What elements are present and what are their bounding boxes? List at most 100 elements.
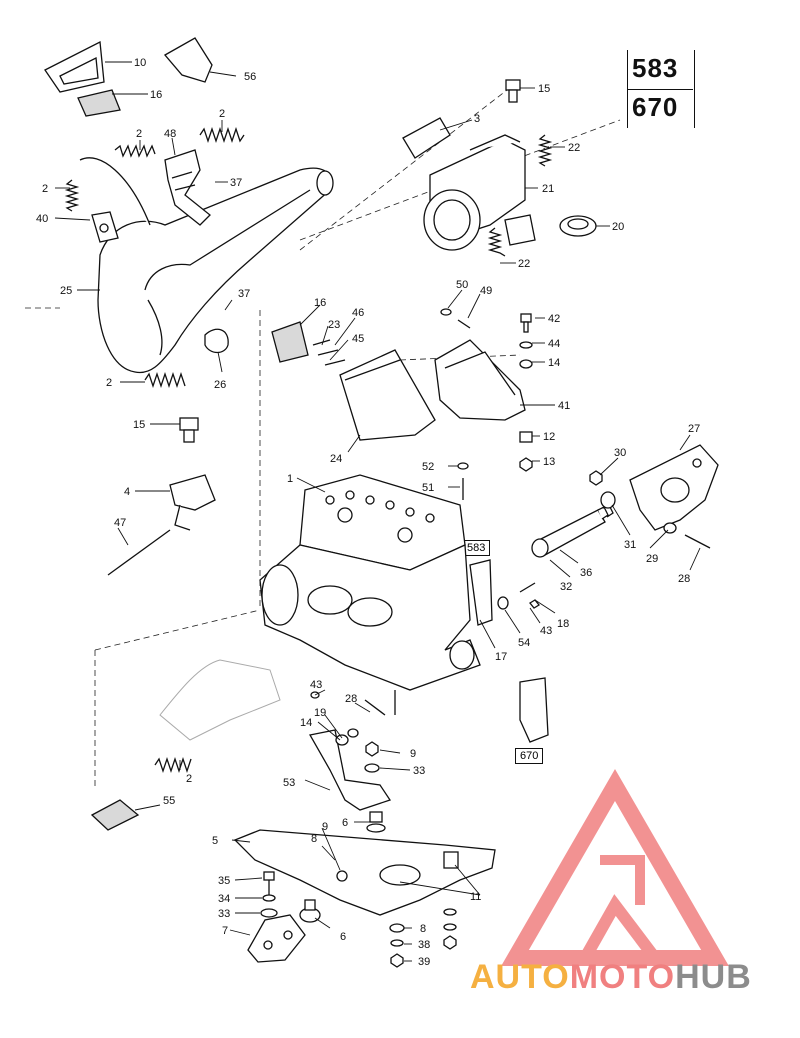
- plate-10: [44, 40, 105, 93]
- engine-block: [259, 474, 481, 715]
- callout-9: 9: [410, 748, 416, 760]
- callout-14: 14: [300, 717, 312, 729]
- callout-10: 10: [134, 57, 146, 69]
- model-number-bottom: 670: [632, 92, 679, 122]
- callout-2: 2: [219, 108, 225, 120]
- callout-33: 33: [413, 765, 425, 777]
- shaft-32: [531, 470, 711, 558]
- callout-48: 48: [164, 128, 176, 140]
- callout-22: 22: [518, 258, 530, 270]
- heat-shield-3: [402, 117, 451, 159]
- callout-2: 2: [106, 377, 112, 389]
- callout-53: 53: [283, 777, 295, 789]
- pad-16-mid: [271, 321, 309, 363]
- callout-20: 20: [612, 221, 624, 233]
- shield-24: [339, 349, 436, 441]
- engine-plate-5: [233, 829, 496, 916]
- callout-2: 2: [136, 128, 142, 140]
- callout-31: 31: [624, 539, 636, 551]
- callout-labels: 10 56 16 2 2 48 37 2 40 25 37 2 26 15 3 …: [36, 57, 700, 968]
- callout-46: 46: [352, 307, 364, 319]
- callout-16: 16: [314, 297, 326, 309]
- springs: [64, 126, 553, 774]
- callout-12: 12: [543, 431, 555, 443]
- callout-8: 8: [420, 923, 426, 935]
- muffler: [423, 134, 536, 251]
- callout-8: 8: [311, 833, 317, 845]
- fasteners-right: [440, 308, 533, 500]
- watermark-text: AUTOMOTOHUB: [470, 958, 800, 998]
- callout-28: 28: [678, 573, 690, 585]
- leader-lines: [54, 61, 701, 962]
- callout-38: 38: [418, 939, 430, 951]
- watermark-text-moto: MOTO: [569, 958, 676, 996]
- callout-40: 40: [36, 213, 48, 225]
- callout-55: 55: [163, 795, 175, 807]
- plate-583: [469, 559, 493, 626]
- bracket-41: [434, 339, 526, 421]
- variant-label-670: 670: [515, 748, 544, 764]
- exhaust-pipe: [79, 157, 334, 374]
- callout-47: 47: [114, 517, 126, 529]
- callout-37: 37: [230, 177, 242, 189]
- callout-1: 1: [287, 473, 293, 485]
- callout-4: 4: [124, 486, 130, 498]
- callout-24: 24: [330, 453, 342, 465]
- mount-6-bottom: [299, 899, 321, 923]
- callout-28: 28: [345, 693, 357, 705]
- stack-left: [260, 871, 278, 918]
- callout-39: 39: [418, 956, 430, 968]
- callout-21: 21: [542, 183, 554, 195]
- support-27: [629, 444, 719, 531]
- callout-29: 29: [646, 553, 658, 565]
- callout-9: 9: [322, 821, 328, 833]
- callout-52: 52: [422, 461, 434, 473]
- callout-33: 33: [218, 908, 230, 920]
- callout-2: 2: [42, 183, 48, 195]
- studs-23-45-46: [312, 339, 346, 366]
- callout-44: 44: [548, 338, 560, 350]
- callout-34: 34: [218, 893, 230, 905]
- bracket-40: [91, 211, 119, 243]
- callout-13: 13: [543, 456, 555, 468]
- callout-17: 17: [495, 651, 507, 663]
- callout-18: 18: [557, 618, 569, 630]
- callout-37: 37: [238, 288, 250, 300]
- callout-6: 6: [340, 931, 346, 943]
- callout-50: 50: [456, 279, 468, 291]
- callout-15: 15: [538, 83, 550, 95]
- watermark-logo: [501, 769, 729, 966]
- model-number-top: 583: [632, 53, 679, 83]
- model-box-divider: [627, 89, 693, 90]
- callout-54: 54: [518, 637, 530, 649]
- callout-5: 5: [212, 835, 218, 847]
- callout-43: 43: [310, 679, 322, 691]
- callout-19: 19: [314, 707, 326, 719]
- callout-22: 22: [568, 142, 580, 154]
- bolt-15-top: [505, 79, 521, 103]
- callout-32: 32: [560, 581, 572, 593]
- callout-14: 14: [548, 357, 560, 369]
- callout-3: 3: [474, 113, 480, 125]
- callout-26: 26: [214, 379, 226, 391]
- pad-55: [90, 799, 140, 831]
- callout-11: 11: [470, 891, 481, 903]
- stack-right: [389, 908, 457, 968]
- callout-36: 36: [580, 567, 592, 579]
- bracket-56: [163, 37, 213, 83]
- callout-49: 49: [480, 285, 492, 297]
- callout-30: 30: [614, 447, 626, 459]
- fasteners-17-18-54: [497, 582, 540, 610]
- callout-15: 15: [133, 419, 145, 431]
- callout-16: 16: [150, 89, 162, 101]
- watermark-text-auto: AUTO: [470, 958, 570, 996]
- callout-25: 25: [60, 285, 72, 297]
- pad-16: [77, 89, 121, 117]
- callout-45: 45: [352, 333, 364, 345]
- callout-43: 43: [540, 625, 552, 637]
- watermark-text-hub: HUB: [675, 958, 752, 996]
- manifold-48: [164, 149, 211, 226]
- callout-41: 41: [558, 400, 570, 412]
- grommet-20: [559, 215, 597, 237]
